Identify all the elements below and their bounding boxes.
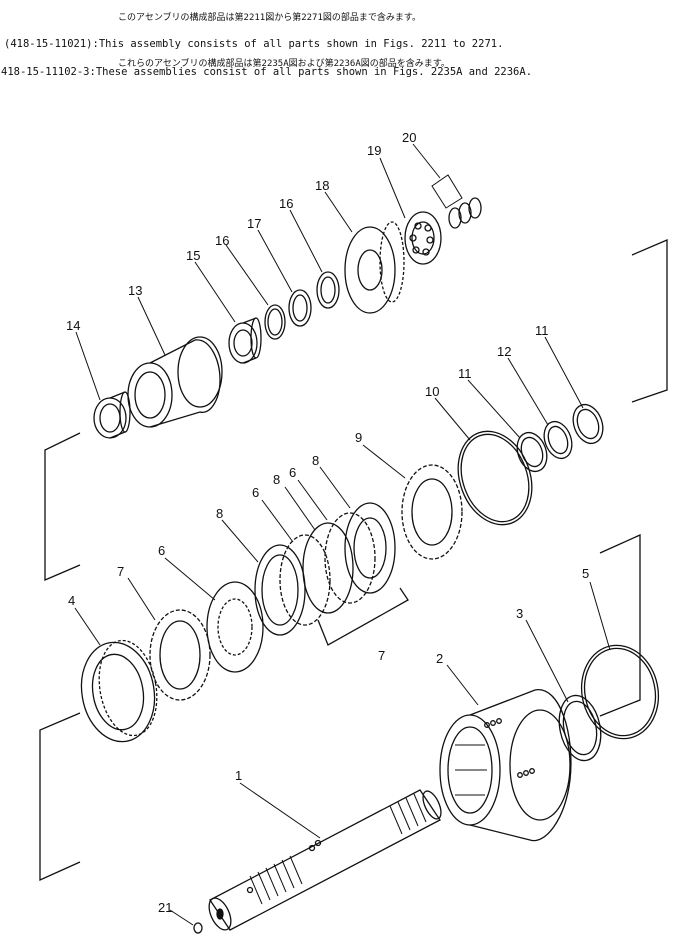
pack-bracket [317,587,409,646]
ring-part-16b [316,271,340,309]
ring-part-11b [572,403,604,445]
callout-10: 10 [425,384,439,399]
note-text-1: This assembly consists of all parts show… [98,38,504,50]
callout-11a: 11 [458,366,472,381]
callout-11b: 11 [535,323,549,338]
callout-19: 19 [367,143,381,158]
bearing-part-15 [228,317,262,364]
gear-part-18 [344,221,405,314]
clutch-plate-7a [149,609,211,701]
callout-13: 13 [128,283,142,298]
ring-part-16a [264,304,286,340]
callout-18: 18 [315,178,329,193]
ring-part-11a [516,431,548,473]
assembly-notes: このアセンブリの構成部品は第2211図から第2271図の部品まで含みます。 (4… [0,0,691,80]
callout-5: 5 [582,566,589,581]
callout-6a: 6 [158,543,165,558]
shaft-part [208,789,442,931]
washer-set-20 [431,174,482,229]
ring-part-17 [288,289,312,327]
bearing-part-19 [404,211,442,265]
callout-labels: 1 2 3 4 5 6 6 6 7 7 8 8 8 9 10 11 11 12 … [66,130,589,915]
clutch-plate-9 [401,464,463,560]
callout-9: 9 [355,430,362,445]
callout-8a: 8 [216,506,223,521]
hub-part-13 [127,336,223,428]
callout-8c: 8 [312,453,319,468]
callout-21: 21 [158,900,172,915]
note-jp-2: これらのアセンブリの構成部品は第2235A図および第2236A図の部品を含みます… [118,59,450,69]
note-code-2: 418-15-11102-3: [1,66,96,78]
callout-1: 1 [235,768,242,783]
bracket-lines [39,239,668,882]
callout-3: 3 [516,606,523,621]
callout-8b: 8 [273,472,280,487]
callout-6b: 6 [252,485,259,500]
callout-14: 14 [66,318,80,333]
callout-7b: 7 [378,648,385,663]
callout-16b: 16 [279,196,293,211]
callout-7a: 7 [117,564,124,579]
callout-16a: 16 [215,233,229,248]
gear-part-4 [80,639,158,743]
carrier-part [439,689,572,842]
callout-15: 15 [186,248,200,263]
bolt-part-21 [193,922,203,934]
clutch-pack [254,502,396,636]
callout-2: 2 [436,651,443,666]
note-en-1: (418-15-11021):This assembly consists of… [4,38,503,50]
bearing-part-14 [93,391,131,439]
clutch-disc-6a [206,581,264,673]
o-ring-part-5 [580,644,660,740]
callout-17: 17 [247,216,261,231]
note-text-2: These assemblies consist of all parts sh… [95,66,533,78]
note-code-1: (418-15-11021): [4,38,99,50]
callout-12: 12 [497,344,511,359]
note-en-2: 418-15-11102-3:These assemblies consist … [1,66,532,78]
note-jp-1: このアセンブリの構成部品は第2211図から第2271図の部品まで含みます。 [118,13,421,23]
leader-lines [74,143,611,926]
callout-6c: 6 [289,465,296,480]
callout-4: 4 [68,593,75,608]
ring-part-12 [543,420,573,460]
callout-20: 20 [402,130,416,145]
